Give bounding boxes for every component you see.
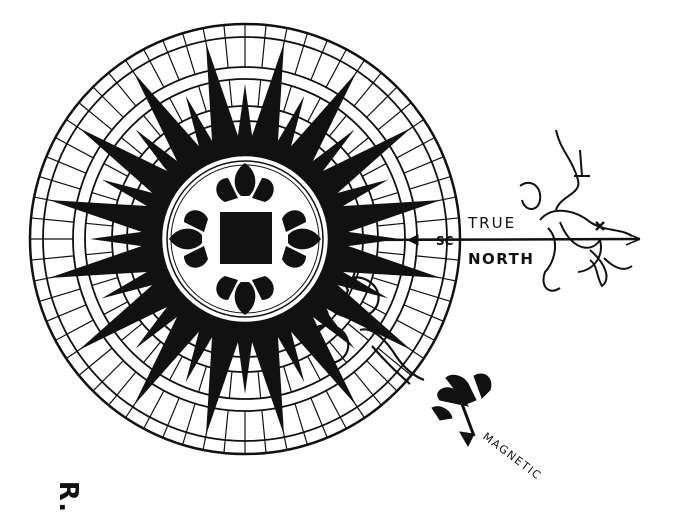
degree-tick [31, 218, 74, 222]
arrow-icon: SC [360, 233, 640, 248]
degree-tick [258, 371, 261, 398]
degree-tick [372, 278, 398, 286]
degree-tick [46, 157, 86, 173]
degree-tick [404, 157, 444, 173]
degree-tick [311, 40, 327, 80]
north-label: NORTH [468, 250, 534, 268]
degree-tick [404, 305, 444, 321]
degree-tick [224, 25, 228, 68]
degree-tick [163, 398, 179, 438]
degree-tick [92, 193, 118, 201]
degree-tick [262, 25, 266, 68]
fleur-de-lis-icon [432, 374, 491, 446]
degree-tick [377, 252, 404, 255]
corner-mark: R. [53, 481, 83, 513]
degree-tick [416, 256, 459, 260]
degree-tick [39, 177, 80, 189]
degree-tick [199, 366, 207, 392]
degree-tick [311, 398, 327, 438]
degree-tick [295, 33, 307, 74]
degree-tick [262, 410, 266, 453]
degree-tick [229, 371, 232, 398]
degree-tick [92, 278, 118, 286]
degree-tick [410, 177, 451, 189]
svg-text:SC: SC [436, 234, 454, 248]
cherub-icon [520, 130, 632, 291]
degree-tick [31, 256, 74, 260]
degree-tick [86, 252, 113, 255]
degree-tick [46, 305, 86, 321]
degree-tick [410, 289, 451, 301]
degree-tick [163, 40, 179, 80]
degree-tick [416, 218, 459, 222]
degree-tick [372, 193, 398, 201]
degree-tick [183, 404, 195, 445]
degree-tick [86, 223, 113, 226]
degree-tick [199, 86, 207, 112]
degree-tick [224, 410, 228, 453]
degree-tick [295, 404, 307, 445]
degree-tick [39, 289, 80, 301]
true-north-label: TRUE [468, 214, 516, 232]
degree-tick [183, 33, 195, 74]
degree-tick [258, 80, 261, 107]
degree-tick [377, 223, 404, 226]
degree-tick [284, 86, 292, 112]
degree-tick [229, 80, 232, 107]
degree-tick [284, 366, 292, 392]
